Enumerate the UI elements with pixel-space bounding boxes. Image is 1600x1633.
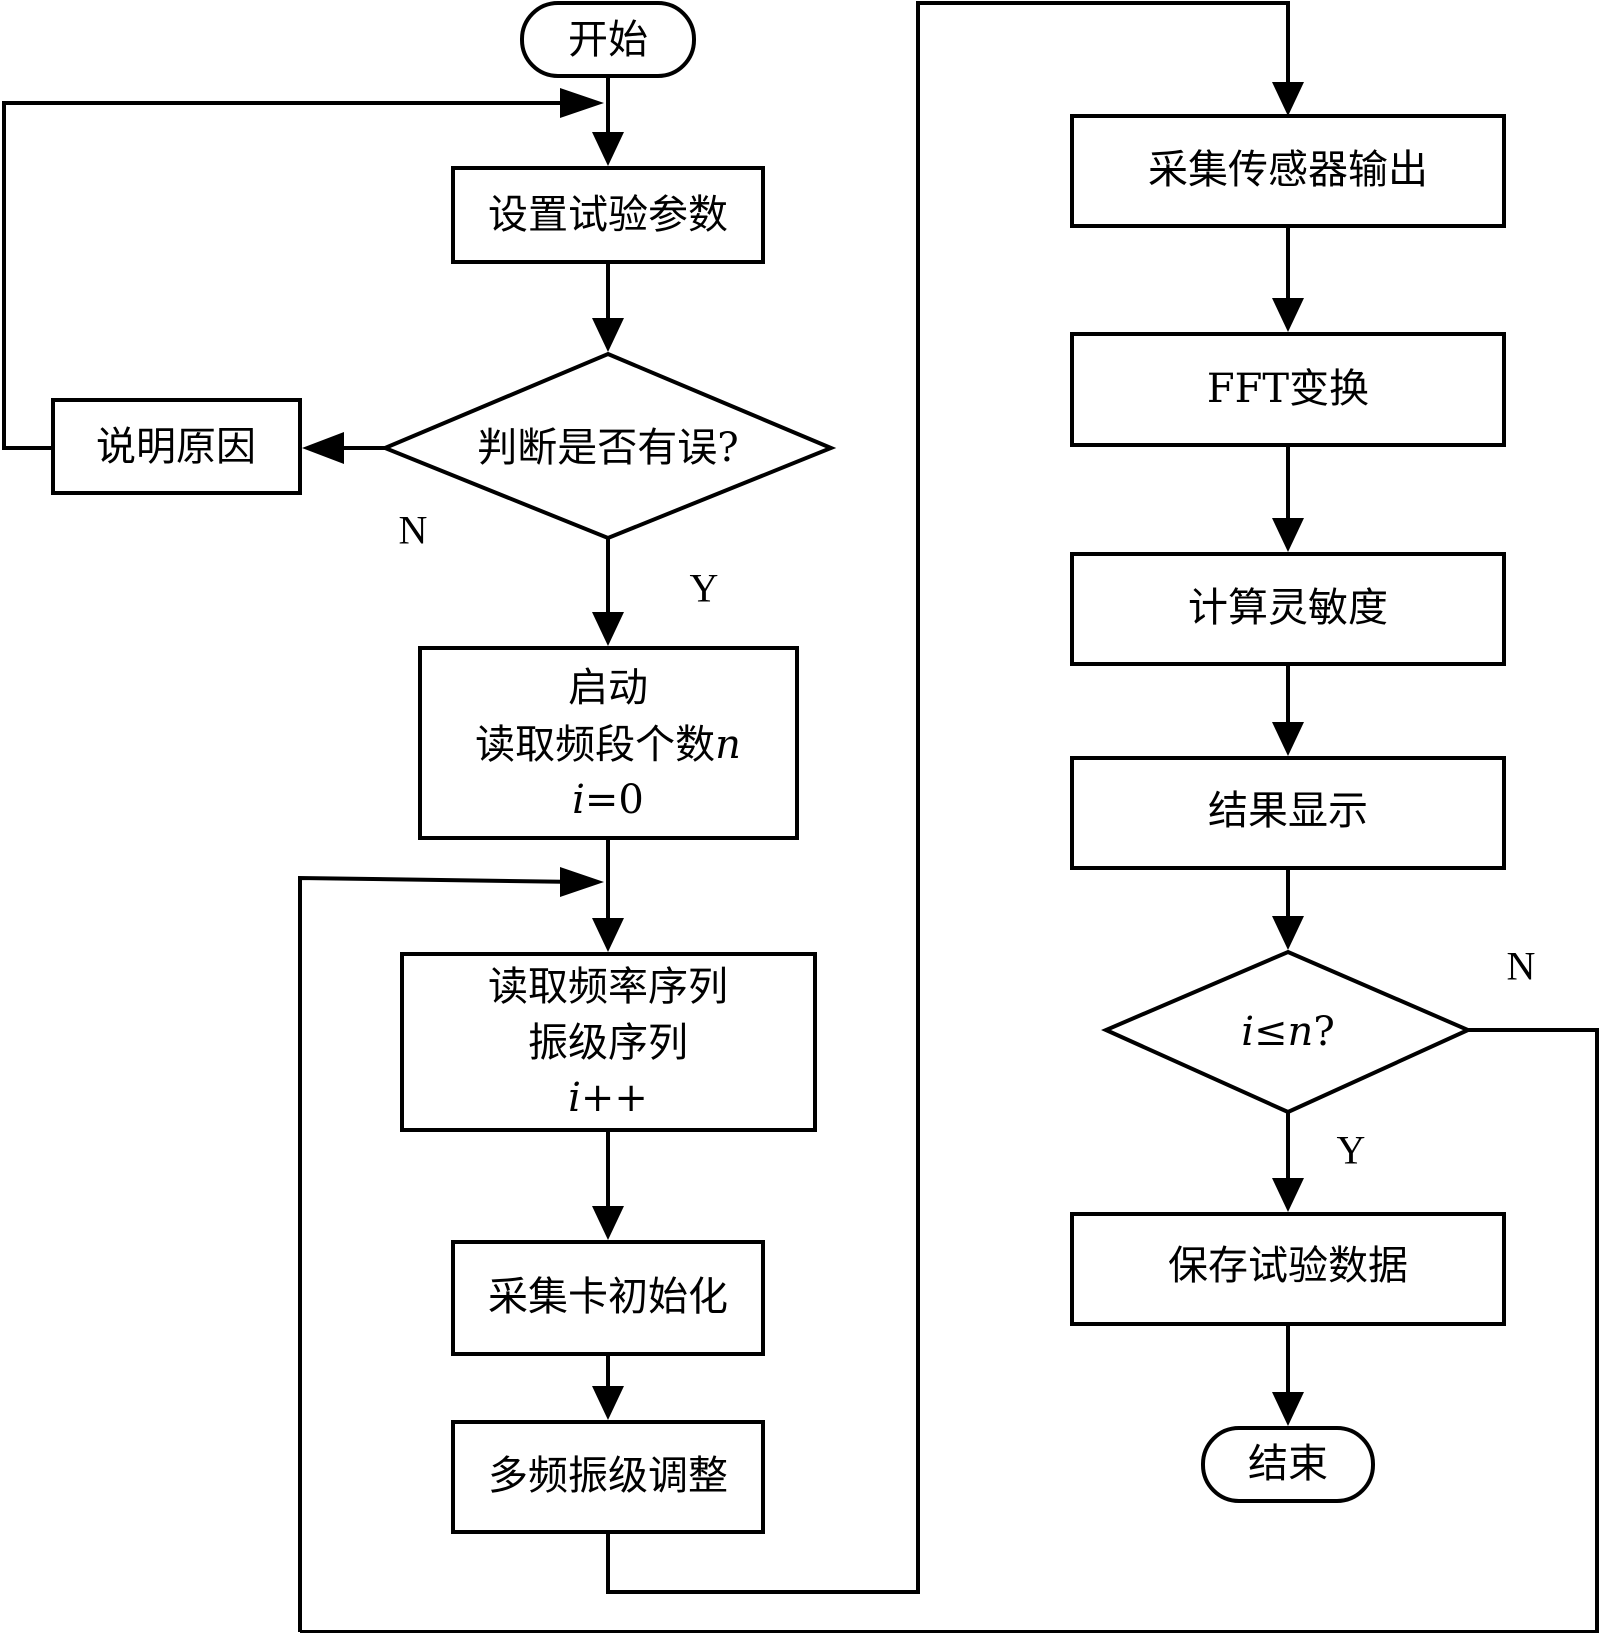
arrowhead-inner-loop: [560, 867, 604, 897]
node-launch-line1: 启动: [568, 665, 648, 711]
node-start: 开始: [520, 1, 696, 78]
arrowhead-loop-check: [1272, 916, 1304, 950]
node-loop-check-op: ≤: [1254, 1009, 1288, 1055]
node-loop-check-q: ?: [1313, 1009, 1334, 1055]
arrowhead-reason-loop: [560, 88, 604, 118]
arrowhead-launch: [592, 612, 624, 646]
label-error-yes: Y: [690, 566, 719, 611]
node-end: 结束: [1201, 1426, 1375, 1503]
arrowhead-card-init: [592, 1206, 624, 1240]
node-read-freq-line1: 读取频率序列: [488, 964, 728, 1010]
connector-adjust-to-collect: [606, 1, 1290, 1594]
node-launch: 启动 读取频段个数n i=0: [418, 646, 799, 840]
node-start-label: 开始: [568, 17, 648, 63]
node-read-freq-line3-rest: ++: [581, 1075, 648, 1121]
node-card-init: 采集卡初始化: [451, 1240, 765, 1356]
node-fft-label: FFT变换: [1207, 366, 1369, 412]
node-check-error-label: 判断是否有误?: [477, 425, 738, 471]
arrowhead-result: [1272, 722, 1304, 756]
node-launch-line2: 读取频段个数n: [475, 722, 741, 768]
label-error-no: N: [399, 508, 428, 553]
node-loop-check-var1: i: [1241, 1009, 1254, 1055]
node-explain-reason-label: 说明原因: [96, 424, 256, 470]
arrowhead-fft: [1272, 298, 1304, 332]
node-launch-line2-var: n: [715, 722, 741, 768]
connector-loop-no-return: [300, 1028, 1599, 1633]
node-set-params-label: 设置试验参数: [488, 192, 728, 238]
node-read-freq: 读取频率序列 振级序列 i++: [400, 952, 817, 1132]
node-launch-line3-var: i: [572, 777, 585, 823]
arrowhead-collect: [1272, 82, 1304, 116]
node-calc-sensitivity: 计算灵敏度: [1070, 552, 1506, 666]
arrowhead-reason: [302, 432, 344, 464]
node-set-params: 设置试验参数: [451, 166, 765, 264]
arrowhead-read-freq: [592, 918, 624, 952]
node-multi-freq-adjust: 多频振级调整: [451, 1420, 765, 1534]
node-end-label: 结束: [1248, 1441, 1328, 1487]
node-launch-line2-text: 读取频段个数: [475, 722, 715, 768]
arrowhead-check: [592, 318, 624, 352]
node-show-result-label: 结果显示: [1208, 788, 1368, 834]
node-read-freq-line2: 振级序列: [528, 1020, 688, 1066]
node-save-data-label: 保存试验数据: [1168, 1243, 1408, 1289]
label-loop-yes: Y: [1337, 1128, 1366, 1173]
node-multi-freq-adjust-label: 多频振级调整: [488, 1453, 728, 1499]
node-save-data: 保存试验数据: [1070, 1212, 1506, 1326]
node-card-init-label: 采集卡初始化: [488, 1274, 728, 1320]
label-loop-no: N: [1507, 944, 1536, 989]
node-collect-output-label: 采集传感器输出: [1148, 147, 1428, 193]
arrowhead-set-params: [592, 132, 624, 166]
node-explain-reason: 说明原因: [51, 398, 302, 495]
node-read-freq-line3-var: i: [568, 1075, 581, 1121]
node-calc-sensitivity-label: 计算灵敏度: [1188, 585, 1388, 631]
arrowhead-sensitivity: [1272, 518, 1304, 552]
connector-inner-loop: [298, 875, 581, 1632]
arrowhead-end: [1272, 1392, 1304, 1426]
arrowhead-adjust: [592, 1386, 624, 1420]
node-loop-check-var2: n: [1288, 1009, 1314, 1055]
node-read-freq-line3: i++: [568, 1075, 648, 1121]
node-loop-check: i≤n?: [1101, 949, 1473, 1115]
node-check-error: 判断是否有误?: [379, 351, 837, 541]
node-fft: FFT变换: [1070, 332, 1506, 447]
node-launch-line3: i=0: [572, 777, 644, 823]
node-show-result: 结果显示: [1070, 756, 1506, 870]
node-loop-check-label: i≤n?: [1241, 1009, 1335, 1055]
node-collect-output: 采集传感器输出: [1070, 114, 1506, 228]
node-launch-line3-rest: =0: [585, 777, 644, 823]
arrowhead-save: [1272, 1178, 1304, 1212]
connector-reason-loop: [2, 101, 580, 450]
